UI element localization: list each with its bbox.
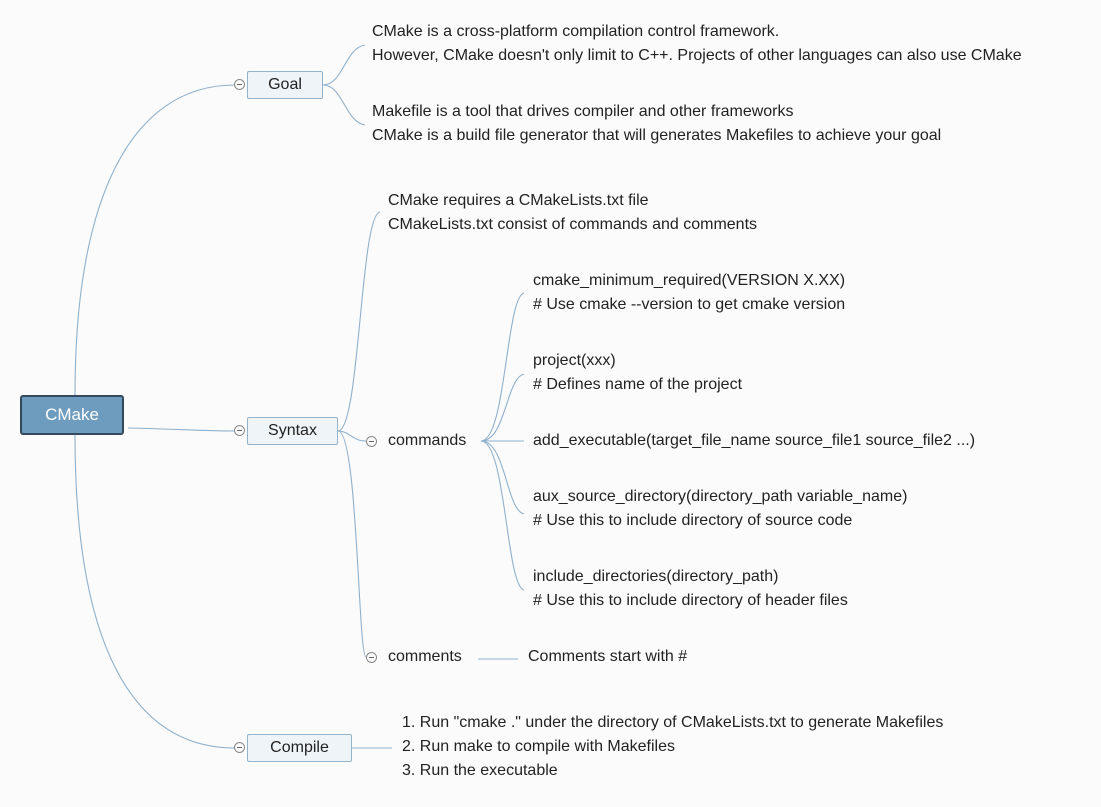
connector-commands-item1	[480, 292, 525, 442]
command-item-4-line-2: # Use this to include directory of sourc…	[533, 512, 853, 529]
compile-node-label: Compile	[270, 739, 329, 756]
compile-step-2: 2. Run make to compile with Makefiles	[402, 738, 675, 755]
connector-syntax-commands	[337, 430, 367, 442]
command-item-3-line-1: add_executable(target_file_name source_f…	[533, 432, 976, 449]
goal-note-1-line-1: CMake is a cross-platform compilation co…	[372, 23, 780, 40]
goal-collapse-toggle[interactable]	[234, 79, 245, 90]
syntax-intro-line-1: CMake requires a CMakeLists.txt file	[388, 192, 649, 209]
commands-node[interactable]: commands	[388, 432, 467, 449]
compile-collapse-toggle[interactable]	[234, 742, 245, 753]
command-item-2[interactable]: project(xxx) # Defines name of the proje…	[533, 349, 742, 397]
command-item-1-line-1: cmake_minimum_required(VERSION X.XX)	[533, 272, 846, 289]
command-item-5-line-1: include_directories(directory_path)	[533, 568, 779, 585]
connector-goal-note1	[322, 44, 366, 86]
root-node-label: CMake	[45, 405, 99, 424]
connector-root-syntax	[127, 427, 236, 432]
command-item-4[interactable]: aux_source_directory(directory_path vari…	[533, 485, 907, 533]
compile-steps-note[interactable]: 1. Run "cmake ." under the directory of …	[402, 711, 943, 783]
goal-note-1-line-2: However, CMake doesn't only limit to C++…	[372, 47, 1022, 64]
root-node[interactable]: CMake	[20, 395, 124, 435]
command-item-5[interactable]: include_directories(directory_path) # Us…	[533, 565, 848, 613]
command-item-3[interactable]: add_executable(target_file_name source_f…	[533, 429, 975, 453]
connector-commands-item5	[480, 440, 525, 591]
syntax-node-label: Syntax	[268, 422, 317, 439]
comments-collapse-toggle[interactable]	[366, 652, 377, 663]
command-item-1-line-2: # Use cmake --version to get cmake versi…	[533, 296, 846, 313]
connector-root-goal	[74, 84, 236, 396]
syntax-collapse-toggle[interactable]	[234, 425, 245, 436]
command-item-2-line-1: project(xxx)	[533, 352, 616, 369]
comments-note[interactable]: Comments start with #	[528, 648, 688, 665]
syntax-intro-note[interactable]: CMake requires a CMakeLists.txt file CMa…	[388, 189, 757, 237]
commands-collapse-toggle[interactable]	[366, 436, 377, 447]
comments-node[interactable]: comments	[388, 648, 462, 665]
command-item-1[interactable]: cmake_minimum_required(VERSION X.XX) # U…	[533, 269, 845, 317]
connector-commands-item2	[480, 373, 525, 442]
goal-node[interactable]: Goal	[247, 71, 323, 99]
goal-note-2[interactable]: Makefile is a tool that drives compiler …	[372, 100, 941, 148]
syntax-node[interactable]: Syntax	[247, 417, 338, 445]
goal-note-1[interactable]: CMake is a cross-platform compilation co…	[372, 20, 1022, 68]
connector-syntax-comments	[337, 430, 367, 658]
syntax-intro-line-2: CMakeLists.txt consist of commands and c…	[388, 216, 758, 233]
connector-syntax-intro	[337, 211, 381, 432]
connector-commands-item4	[480, 440, 525, 515]
goal-note-2-line-2: CMake is a build file generator that wil…	[372, 127, 942, 144]
compile-step-1: 1. Run "cmake ." under the directory of …	[402, 714, 944, 731]
command-item-4-line-1: aux_source_directory(directory_path vari…	[533, 488, 908, 505]
compile-step-3: 3. Run the executable	[402, 762, 558, 779]
command-item-2-line-2: # Defines name of the project	[533, 376, 743, 393]
goal-node-label: Goal	[268, 76, 302, 93]
connector-goal-note2	[322, 84, 366, 126]
goal-note-2-line-1: Makefile is a tool that drives compiler …	[372, 103, 794, 120]
compile-node[interactable]: Compile	[247, 734, 352, 762]
command-item-5-line-2: # Use this to include directory of heade…	[533, 592, 848, 609]
connector-root-compile	[74, 434, 236, 749]
